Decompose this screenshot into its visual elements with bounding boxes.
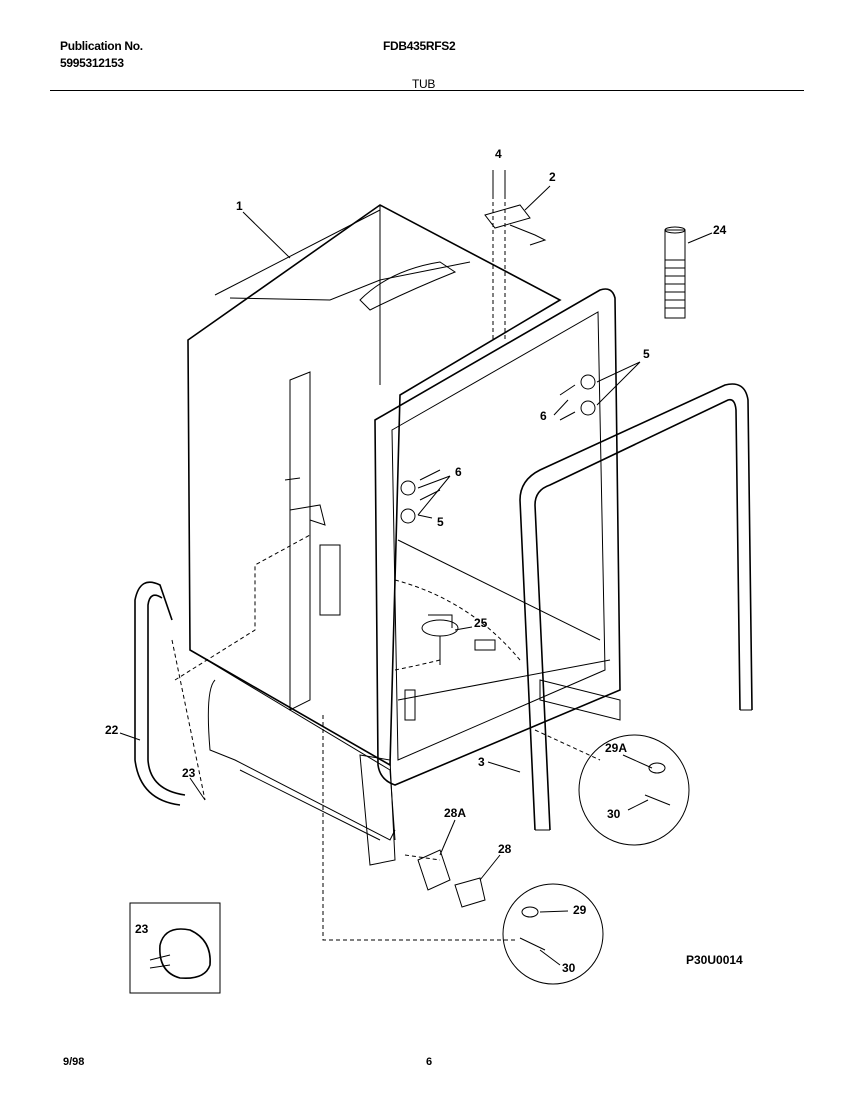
publication-number: 5995312153 (60, 56, 124, 70)
callout-28: 28 (498, 842, 512, 856)
callout-29a: 29A (605, 741, 627, 755)
callout-22: 22 (105, 723, 119, 737)
diagram-code: P30U0014 (686, 953, 743, 967)
callout-30-lower: 30 (562, 961, 576, 975)
detail-circle-upper (578, 734, 690, 846)
callout-3: 3 (478, 755, 485, 769)
callout-28a: 28A (444, 806, 466, 820)
callout-24: 24 (713, 223, 727, 237)
callout-6-lower: 6 (455, 465, 462, 479)
drain-hose (134, 581, 206, 806)
callout-2: 2 (549, 170, 556, 184)
model-number: FDB435RFS2 (383, 39, 456, 53)
bracket-and-screws (484, 170, 547, 340)
hose-clamp-detail (129, 902, 221, 994)
callout-5-lower: 5 (437, 515, 444, 529)
callout-5-upper: 5 (643, 347, 650, 361)
callout-25: 25 (474, 616, 488, 630)
tub-base-frame (207, 679, 396, 866)
callout-leaders (119, 185, 713, 966)
tub-body (187, 204, 562, 841)
drain-assembly (394, 579, 521, 721)
roller-wheels (400, 374, 596, 524)
callout-29: 29 (573, 903, 587, 917)
header-rule (50, 90, 804, 91)
tub-front-frame (374, 288, 621, 786)
callout-4: 4 (495, 147, 502, 161)
callout-1: 1 (236, 199, 243, 213)
callout-labels: 1 2 3 4 5 5 6 6 22 23 23 24 25 28 28A 29… (105, 147, 727, 975)
page-number: 6 (426, 1056, 433, 1068)
callout-6-upper: 6 (540, 409, 547, 423)
switch-assembly (417, 849, 486, 908)
callout-30-upper: 30 (607, 807, 621, 821)
callout-23: 23 (182, 766, 196, 780)
callout-23-detail: 23 (135, 922, 149, 936)
section-title: TUB (412, 77, 436, 91)
detail-circle-lower (502, 883, 604, 985)
vent-tube (664, 226, 686, 319)
publication-label: Publication No. (60, 39, 143, 53)
footer-date: 9/98 (63, 1056, 85, 1068)
leader-lines (174, 534, 601, 941)
door-gasket (519, 383, 753, 831)
